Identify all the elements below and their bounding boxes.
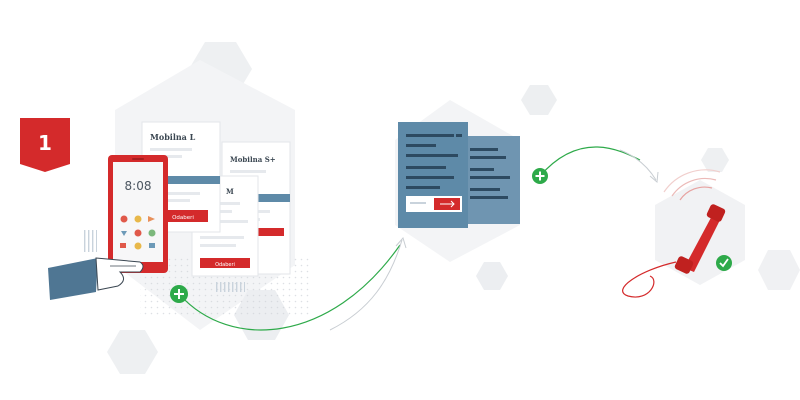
- handset-icon: [622, 169, 726, 298]
- app-grid: [120, 215, 156, 250]
- check-icon: [716, 255, 732, 271]
- plan-card-title: Mobilna S+: [230, 155, 276, 164]
- hand-icon: [48, 257, 144, 300]
- smartphone: 8:08: [108, 155, 168, 273]
- select-plan-button[interactable]: Odaberi: [172, 215, 194, 221]
- select-plan-button[interactable]: Odaberi: [215, 262, 235, 268]
- hatch-texture: [215, 282, 245, 292]
- step-badge: 1: [20, 118, 70, 172]
- connector-1: [170, 236, 407, 331]
- connector-2: [532, 146, 659, 184]
- plus-icon: [532, 168, 548, 184]
- arrow-right-icon: [440, 200, 455, 208]
- plus-icon: [170, 285, 188, 303]
- plan-card-title: Mobilna L: [150, 132, 196, 142]
- hatch-texture: [83, 230, 97, 252]
- signup-forms: [398, 122, 520, 228]
- phone-clock: 8:08: [125, 179, 152, 193]
- step-number: 1: [38, 131, 52, 155]
- plan-card-title: M: [226, 187, 234, 196]
